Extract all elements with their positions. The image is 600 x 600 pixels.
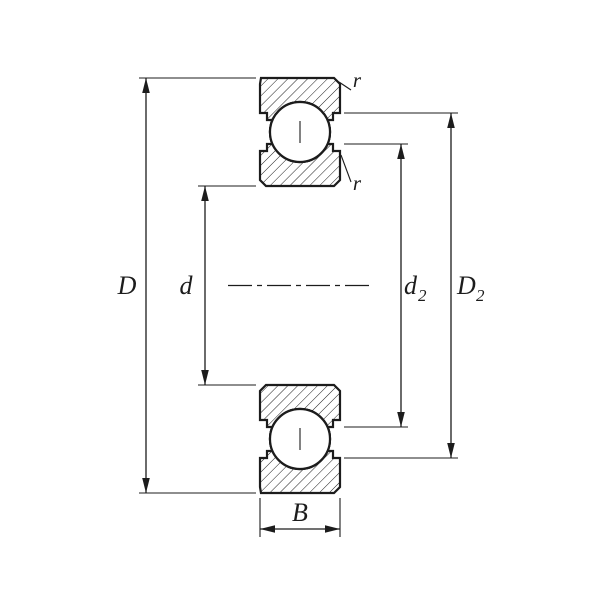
dimension-shoulder-diameter-d2: d 2: [344, 143, 427, 428]
arrowhead-right-icon: [325, 525, 340, 533]
arrowhead-up-icon: [397, 144, 405, 159]
dimension-label-d: d: [180, 271, 194, 300]
dimension-outer-diameter-D: D: [117, 77, 256, 494]
bearing-cross-section: [258, 76, 342, 495]
arrowhead-down-icon: [142, 478, 150, 493]
dimension-label-D: D: [117, 271, 137, 300]
fillet-label-r-inner: r: [353, 171, 362, 195]
dimension-bore-diameter-d: d: [180, 185, 256, 386]
leader-line: [340, 154, 352, 183]
dimension-shoulder-diameter-D2: D 2: [344, 112, 485, 459]
dimension-label-d2-base: d: [404, 271, 418, 300]
arrowhead-down-icon: [447, 443, 455, 458]
arrowhead-down-icon: [201, 370, 209, 385]
dimension-label-D2-subscript: 2: [476, 286, 485, 305]
arrowhead-up-icon: [142, 78, 150, 93]
arrowhead-up-icon: [447, 113, 455, 128]
dimension-label-d2-subscript: 2: [418, 286, 427, 305]
fillet-label-r-top: r: [353, 68, 362, 92]
arrowhead-up-icon: [201, 186, 209, 201]
dimension-label-D2-base: D: [456, 271, 476, 300]
dimension-width-B: B: [259, 498, 341, 537]
leader-line: [338, 81, 352, 91]
arrowhead-down-icon: [397, 412, 405, 427]
fillet-radius-callout-inner: r: [340, 154, 362, 195]
dimension-label-B: B: [292, 498, 308, 527]
fillet-radius-callout-top: r: [338, 68, 362, 92]
arrowhead-left-icon: [260, 525, 275, 533]
